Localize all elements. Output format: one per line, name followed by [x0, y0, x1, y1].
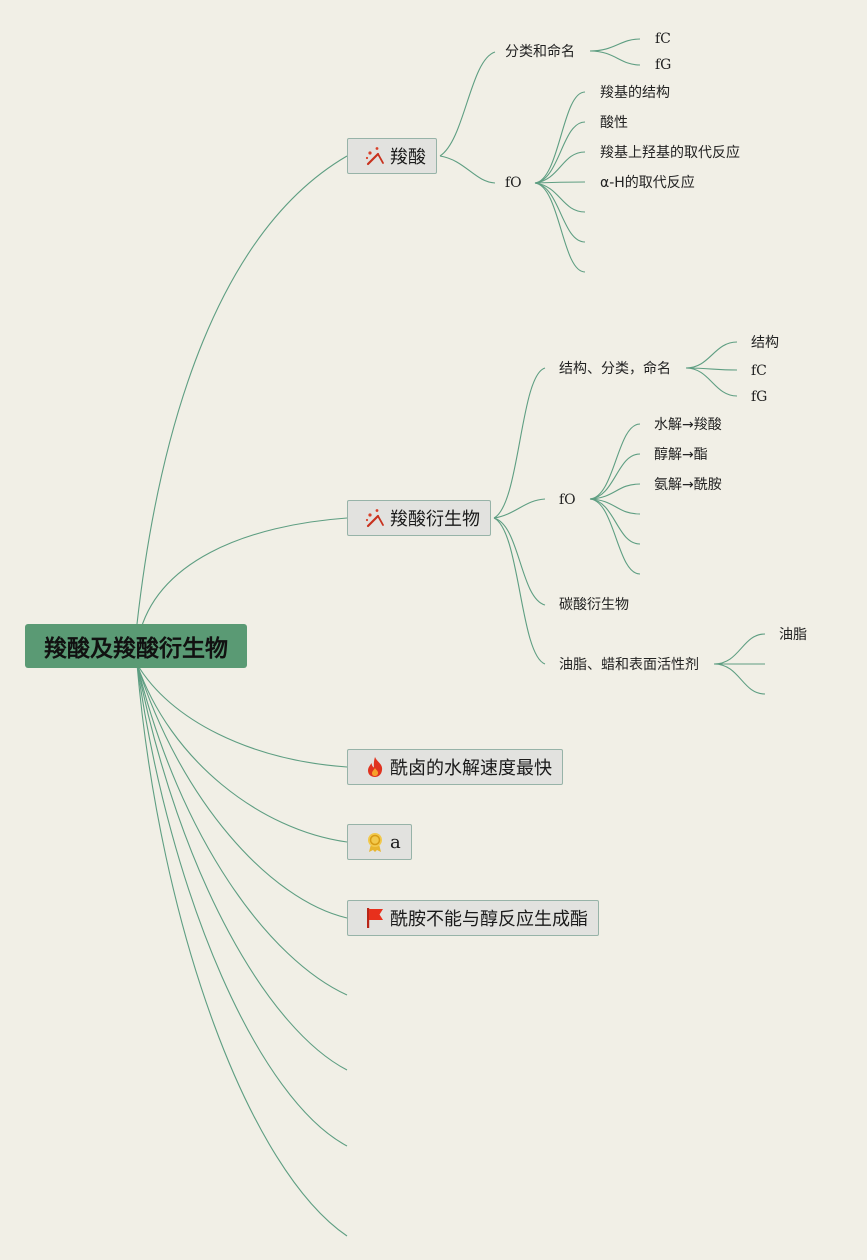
link-t1-a [439, 51, 496, 157]
magic-wand-icon [364, 145, 386, 167]
subtopic-fc[interactable]: fC [655, 31, 671, 47]
link-t1a-1 [589, 38, 641, 52]
link-root-e1 [136, 663, 348, 996]
magic-wand-icon [364, 507, 386, 529]
subtopic-classification-naming[interactable]: 分类和命名 [505, 44, 575, 60]
topic-a[interactable]: a [347, 824, 412, 860]
red-flag-icon [364, 907, 386, 929]
topic-label: 酰卤的水解速度最快 [390, 758, 552, 779]
subtopic-fg[interactable]: fG [655, 57, 672, 73]
fire-icon [364, 756, 386, 778]
root-topic-label: 羧酸及羧酸衍生物 [44, 636, 228, 662]
link-t2b-5 [589, 498, 641, 545]
subtopic-carboxyl-structure[interactable]: 羧基的结构 [600, 85, 670, 101]
link-root-e3 [136, 663, 348, 1147]
subtopic-ammonolysis[interactable]: 氨解→酰胺 [654, 477, 722, 493]
subtopic-fo[interactable]: fO [559, 492, 576, 508]
link-root-t2 [136, 517, 348, 647]
award-ribbon-icon [364, 831, 386, 853]
link-t2b-4 [589, 498, 641, 515]
subtopic-fc[interactable]: fC [751, 363, 767, 379]
link-t2b-6 [589, 498, 641, 575]
link-t1-b [439, 155, 496, 184]
topic-label: a [390, 831, 401, 853]
topic-label: 酰胺不能与醇反应生成酯 [390, 909, 588, 930]
link-t1b-3 [534, 151, 586, 184]
link-root-t5 [136, 663, 348, 919]
link-t1a-2 [589, 50, 641, 66]
link-t1b-6 [534, 182, 586, 243]
link-t2a-1 [685, 341, 738, 369]
subtopic-hydroxyl-substitution[interactable]: 羧基上羟基的取代反应 [600, 145, 740, 161]
topic-carboxylic-acid[interactable]: 羧酸 [347, 138, 437, 174]
subtopic-alcoholysis[interactable]: 醇解→酯 [654, 447, 708, 463]
topic-label: 羧酸 [390, 147, 426, 168]
topic-acyl-halide-hydrolysis[interactable]: 酰卤的水解速度最快 [347, 749, 563, 785]
subtopic-carbonic-acid-derivatives[interactable]: 碳酸衍生物 [559, 597, 629, 613]
topic-carboxylic-acid-derivatives[interactable]: 羧酸衍生物 [347, 500, 491, 536]
subtopic-structure-classification-naming[interactable]: 结构、分类，命名 [559, 361, 671, 377]
link-t2-a [493, 367, 546, 519]
subtopic-fats-waxes-surfactants[interactable]: 油脂、蜡和表面活性剂 [559, 657, 699, 673]
link-t2a-3 [685, 367, 738, 397]
subtopic-fo[interactable]: fO [505, 175, 522, 191]
link-t1b-2 [534, 121, 586, 184]
root-topic[interactable]: 羧酸及羧酸衍生物 [25, 624, 247, 668]
link-t2d-1 [713, 633, 766, 665]
link-t2-b [493, 498, 546, 519]
link-t1b-7 [534, 182, 586, 273]
link-t2-c [493, 517, 546, 606]
link-root-t1 [136, 155, 348, 625]
link-t2b-1 [589, 423, 641, 500]
topic-label: 羧酸衍生物 [390, 509, 480, 530]
link-t2-d [493, 517, 546, 665]
link-t1b-4 [534, 181, 586, 184]
topic-amide-alcohol[interactable]: 酰胺不能与醇反应生成酯 [347, 900, 599, 936]
subtopic-fats[interactable]: 油脂 [779, 627, 807, 643]
link-t2b-3 [589, 483, 641, 500]
link-t1b-1 [534, 91, 586, 184]
subtopic-fg[interactable]: fG [751, 389, 768, 405]
subtopic-hydrolysis[interactable]: 水解→羧酸 [654, 417, 722, 433]
link-root-t4 [136, 663, 348, 843]
subtopic-acidity[interactable]: 酸性 [600, 115, 628, 131]
link-t2b-2 [589, 453, 641, 500]
link-t2d-3 [713, 663, 766, 695]
link-root-t3 [136, 663, 348, 768]
subtopic-structure[interactable]: 结构 [751, 335, 779, 351]
link-root-e4 [136, 663, 348, 1237]
subtopic-alpha-h-substitution[interactable]: α-H的取代反应 [600, 175, 695, 191]
link-root-e2 [136, 663, 348, 1071]
